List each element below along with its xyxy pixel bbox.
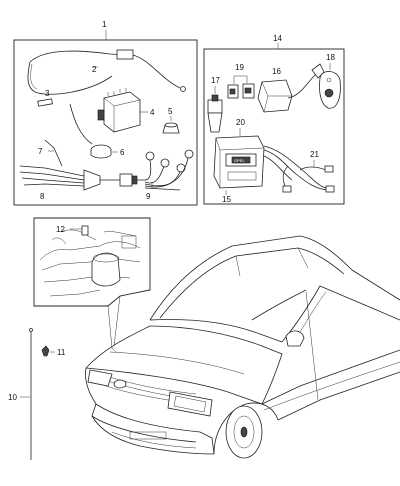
callout-15: 15 [222, 195, 231, 204]
callout-21: 21 [310, 150, 319, 159]
part-10-antenna: 10 [8, 328, 33, 460]
callout-9: 9 [146, 192, 151, 201]
part-21-wiring: 21 [263, 145, 335, 193]
kit-box-right: 14 [203, 34, 345, 205]
part-19-connectors: 19 [227, 63, 255, 99]
callout-5: 5 [168, 107, 173, 116]
part-16-siren: 16 [257, 63, 325, 113]
callout-8: 8 [40, 192, 45, 201]
callout-19: 19 [235, 63, 244, 72]
module-label: OPEL [234, 158, 245, 163]
callout-11: 11 [57, 348, 66, 357]
car-illustration [85, 235, 400, 459]
part-4-control-unit: 4 [97, 88, 155, 133]
callout-2: 2 [92, 65, 97, 74]
part-7-wire: 7 [38, 139, 63, 167]
part-3-cylinder: 3 [37, 89, 53, 107]
part-11-clip: 11 [41, 345, 66, 357]
callout-7: 7 [38, 147, 43, 156]
callout-1: 1 [102, 20, 107, 29]
callout-12: 12 [56, 225, 65, 234]
callout-4: 4 [150, 108, 155, 117]
part-8-harness: 8 [19, 165, 138, 201]
callout-18: 18 [326, 53, 335, 62]
part-6-sensor: 6 [69, 103, 125, 159]
callout-3: 3 [45, 89, 50, 98]
part-18-key-fob: 18 [319, 53, 341, 109]
callout-14: 14 [273, 34, 282, 43]
callout-20: 20 [236, 118, 245, 127]
callout-17: 17 [211, 76, 220, 85]
callout-10: 10 [8, 393, 17, 402]
kit-box-left: 1 [13, 20, 198, 206]
part-2-antenna-wire: 2 [27, 49, 186, 95]
callout-16: 16 [272, 67, 281, 76]
callout-6: 6 [120, 148, 125, 157]
engine-bay-detail: 12 [33, 217, 151, 307]
part-20-alarm-module: OPEL 20 15 [213, 118, 265, 204]
detail-leader [107, 295, 121, 349]
part-5-grommet: 5 [162, 107, 180, 134]
part-17-switch: 17 [207, 76, 223, 133]
part-9-loom: 9 [137, 149, 194, 201]
